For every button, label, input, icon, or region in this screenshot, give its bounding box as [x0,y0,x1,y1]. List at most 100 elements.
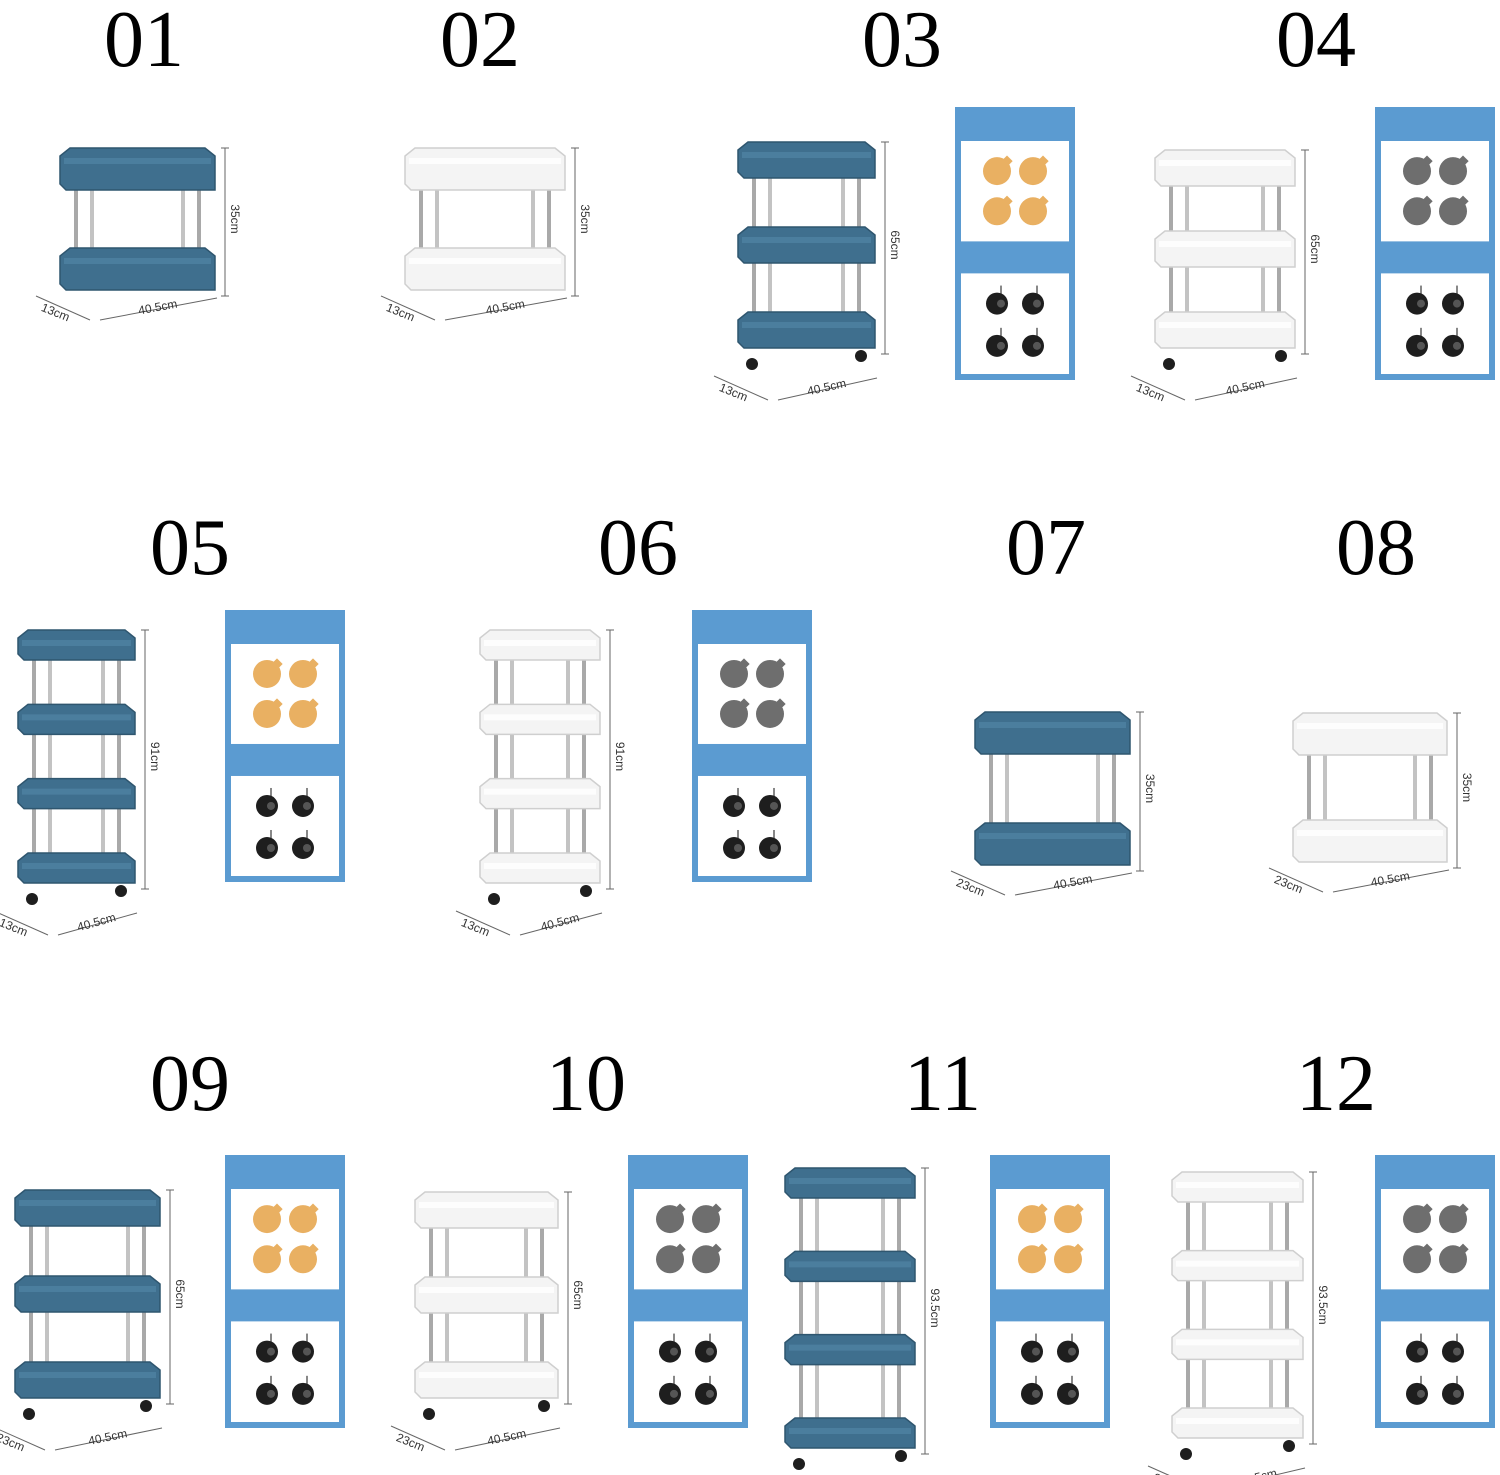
foot-glide-icon-tab [674,1203,686,1215]
caster-hub [997,299,1005,308]
cart-pole [1269,1182,1273,1434]
option-number-06: 06 [598,504,678,592]
height-label: 91cm [613,742,627,771]
width-dimension-line [57,912,138,936]
cart-wheel [793,1458,805,1470]
foot-glide-icon-tab [271,698,283,710]
depth-dimension-line [713,375,769,401]
cart-pole [989,722,993,861]
cart-shelf-rim [22,714,131,721]
caster-hub [1033,341,1041,350]
cart-wheel [23,1408,35,1420]
cart-pole [799,1178,803,1444]
cart-shelf [414,1361,559,1399]
cart-shelf-rim [789,1344,911,1351]
glide-feet-box [634,1189,742,1290]
foot-glide-icon [289,699,317,728]
caster-stem [709,1375,711,1384]
caster-stem [773,787,775,796]
cart-wheel [895,1450,907,1462]
width-label: 40.5cm [87,1426,128,1448]
cart-pole [419,158,423,286]
cart-shelf-rim [1159,241,1291,247]
cart-shelf-rim [19,1286,156,1292]
cart-shelf-rim [789,1261,911,1268]
caster-hub [1453,299,1461,308]
caster-stem [306,1333,308,1342]
cart-shelf-rim [742,152,871,158]
foot-glide-icon-tab [307,658,319,670]
width-label: 40.5cm [137,297,178,318]
cart-pole [197,158,201,286]
caster-stem [1456,1375,1458,1384]
foot-glide-icon-tab [710,1203,722,1215]
width-dimension-line [1332,869,1450,893]
cart-pole [32,640,36,879]
foot-glide-icon-tab [307,698,319,710]
caster-wheels-box [231,1321,339,1422]
depth-dimension-line [1130,375,1186,401]
foot-glide-icon-tab [1457,195,1469,207]
cart-shelf-rim [789,1178,911,1184]
cart-pole [582,640,586,879]
caster-stem [270,829,272,838]
cart-pole [566,640,570,879]
cart-pole [90,158,94,286]
depth-dimension-line [0,913,49,936]
cart-pole [531,158,535,286]
cart-shelf-rim [1297,830,1443,836]
cart-shelf-rim [419,1372,554,1378]
width-label: 40.5cm [806,376,847,398]
foot-glide-icon [720,699,748,728]
depth-label: 13cm [384,300,416,324]
cart-pole [1323,723,1327,858]
cart-pole [1285,1182,1289,1434]
foot-glide-icon [253,1205,281,1234]
foot-glide-icon [289,1245,317,1274]
caster-stem [709,1333,711,1342]
caster-hub [1032,1389,1040,1398]
caster-stem [1000,327,1002,336]
cart-shelf-rim [742,322,871,328]
height-label: 35cm [1143,774,1157,803]
width-dimension-line [1273,1467,1306,1475]
caster-wheels-box [1381,273,1489,374]
caster-stem [1035,1375,1037,1384]
caster-hub [1033,299,1041,308]
foot-glide-icon-tab [1421,155,1433,167]
foot-glide-icon [1054,1245,1082,1274]
caster-stem [1036,327,1038,336]
depth-label: 13cm [459,915,491,939]
caster-hub [1417,341,1425,350]
accessory-panel-10 [628,1155,748,1428]
depth-dimension-line [390,1425,446,1451]
cart-wheel [1283,1440,1295,1452]
foot-glide-icon [1403,157,1431,186]
glide-feet-box [961,141,1069,242]
cart-shelf [14,1275,161,1313]
foot-glide-icon [253,659,281,688]
cart-pole [1307,723,1311,858]
caster-wheels-box [698,775,806,876]
glide-feet-box [996,1189,1104,1290]
option-number-01: 01 [104,0,184,84]
option-number-03: 03 [862,0,942,84]
foot-glide-icon [1054,1205,1082,1234]
foot-glide-icon [1019,197,1047,226]
cart-shelf [974,711,1131,755]
cart-shelf [974,822,1131,866]
option-number-12: 12 [1296,1040,1376,1128]
cart-shelf-rim [979,722,1126,728]
cart-shelf-rim [484,863,596,869]
caster-stem [306,1375,308,1384]
caster-hub [770,801,778,810]
cart-wheel [423,1408,435,1420]
cart-shelf [404,147,566,191]
height-label: 35cm [578,204,592,233]
cart-pole [101,640,105,879]
depth-label: 13cm [0,915,30,939]
foot-glide-icon-tab [1421,1243,1433,1255]
height-label: 65cm [888,230,902,259]
height-label: 35cm [228,204,242,233]
